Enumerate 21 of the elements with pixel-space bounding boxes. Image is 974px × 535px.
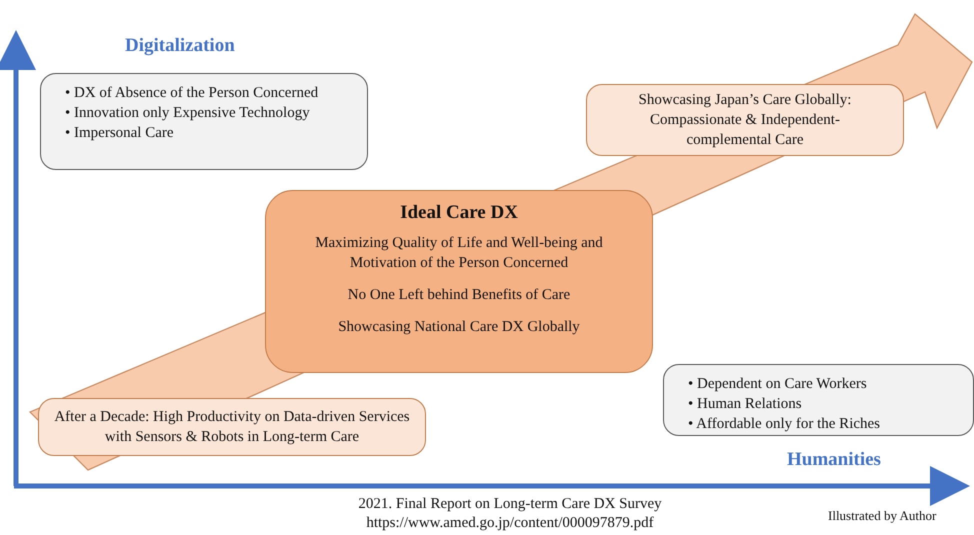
- credit-note: Illustrated by Author: [828, 508, 936, 524]
- caption: 2021. Final Report on Long-term Care DX Survey https://www.amed.go.jp/content/000097879.pdf: [357, 495, 663, 533]
- axis-title: Digitalization: [125, 35, 235, 57]
- card-heading: Ideal Care DX: [399, 203, 519, 223]
- note-card: [663, 364, 974, 436]
- list-item: • Affordable only for the Riches: [688, 415, 882, 434]
- card-text: Maximizing Quality of Life and Well-being and Motivation of the Person Concerned: [314, 234, 604, 273]
- note-card: [40, 73, 368, 170]
- card-text: Showcasing National Care DX Globally: [337, 318, 581, 337]
- axis-title: Humanities: [787, 449, 881, 471]
- central-card: [265, 190, 653, 373]
- card-text: After a Decade: High Productivity on Data-driven Services with Sensors & Robots in Long-term Care: [53, 408, 411, 447]
- card-text: Showcasing Japan’s Care Globally: Compassionate & Independent-complemental Care: [638, 91, 852, 150]
- list-item: • DX of Absence of the Person Concerned: [65, 84, 320, 103]
- list-item: • Impersonal Care: [65, 124, 175, 143]
- list-item: • Innovation only Expensive Technology: [65, 104, 311, 123]
- goal-card: [586, 84, 904, 156]
- list-item: • Human Relations: [688, 395, 803, 414]
- list-item: • Dependent on Care Workers: [688, 375, 868, 394]
- milestone-card: [38, 398, 426, 456]
- card-text: No One Left behind Benefits of Care: [346, 286, 572, 305]
